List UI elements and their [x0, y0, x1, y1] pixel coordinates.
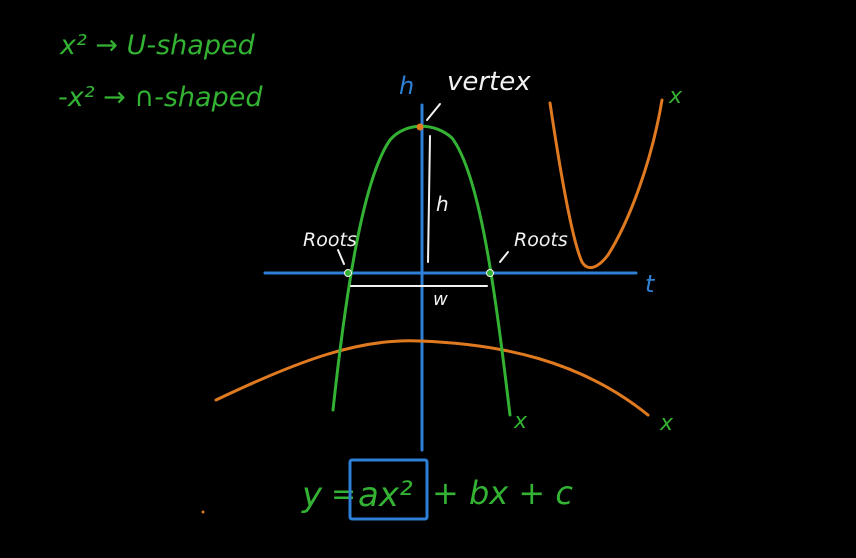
width-label: w	[433, 289, 448, 310]
vertex-pointer	[426, 103, 441, 121]
equation-y: y	[301, 475, 323, 515]
equation-equals: =	[331, 477, 356, 512]
equation-boxed-term: ax²	[358, 475, 413, 515]
root-left-pointer	[337, 249, 345, 265]
stray-dot	[201, 510, 205, 514]
vertex-marker	[416, 123, 424, 131]
narrow-parabola-x-label: x	[513, 409, 528, 434]
root-left-marker	[344, 269, 352, 277]
roots-left-label: Roots	[303, 229, 357, 251]
note-cap-shaped: -x² → ∩-shaped	[58, 82, 263, 113]
wide-parabola-x-label: x	[659, 411, 674, 436]
height-line	[427, 135, 431, 263]
root-right-marker	[486, 269, 494, 277]
wide-parabola-curve	[214, 339, 650, 417]
u-parabola-curve	[548, 98, 664, 270]
vertical-axis-label: h	[399, 72, 414, 100]
height-label: h	[436, 192, 449, 216]
horizontal-axis-label: t	[645, 270, 656, 298]
u-parabola-x-label: x	[668, 84, 683, 109]
root-right-pointer	[499, 251, 509, 263]
note-u-shaped: x² → U-shaped	[59, 30, 256, 61]
roots-right-label: Roots	[514, 229, 568, 251]
vertex-label: vertex	[447, 67, 531, 97]
boxed-term-frame	[348, 458, 429, 521]
equation-rest: + bx + c	[432, 474, 573, 512]
